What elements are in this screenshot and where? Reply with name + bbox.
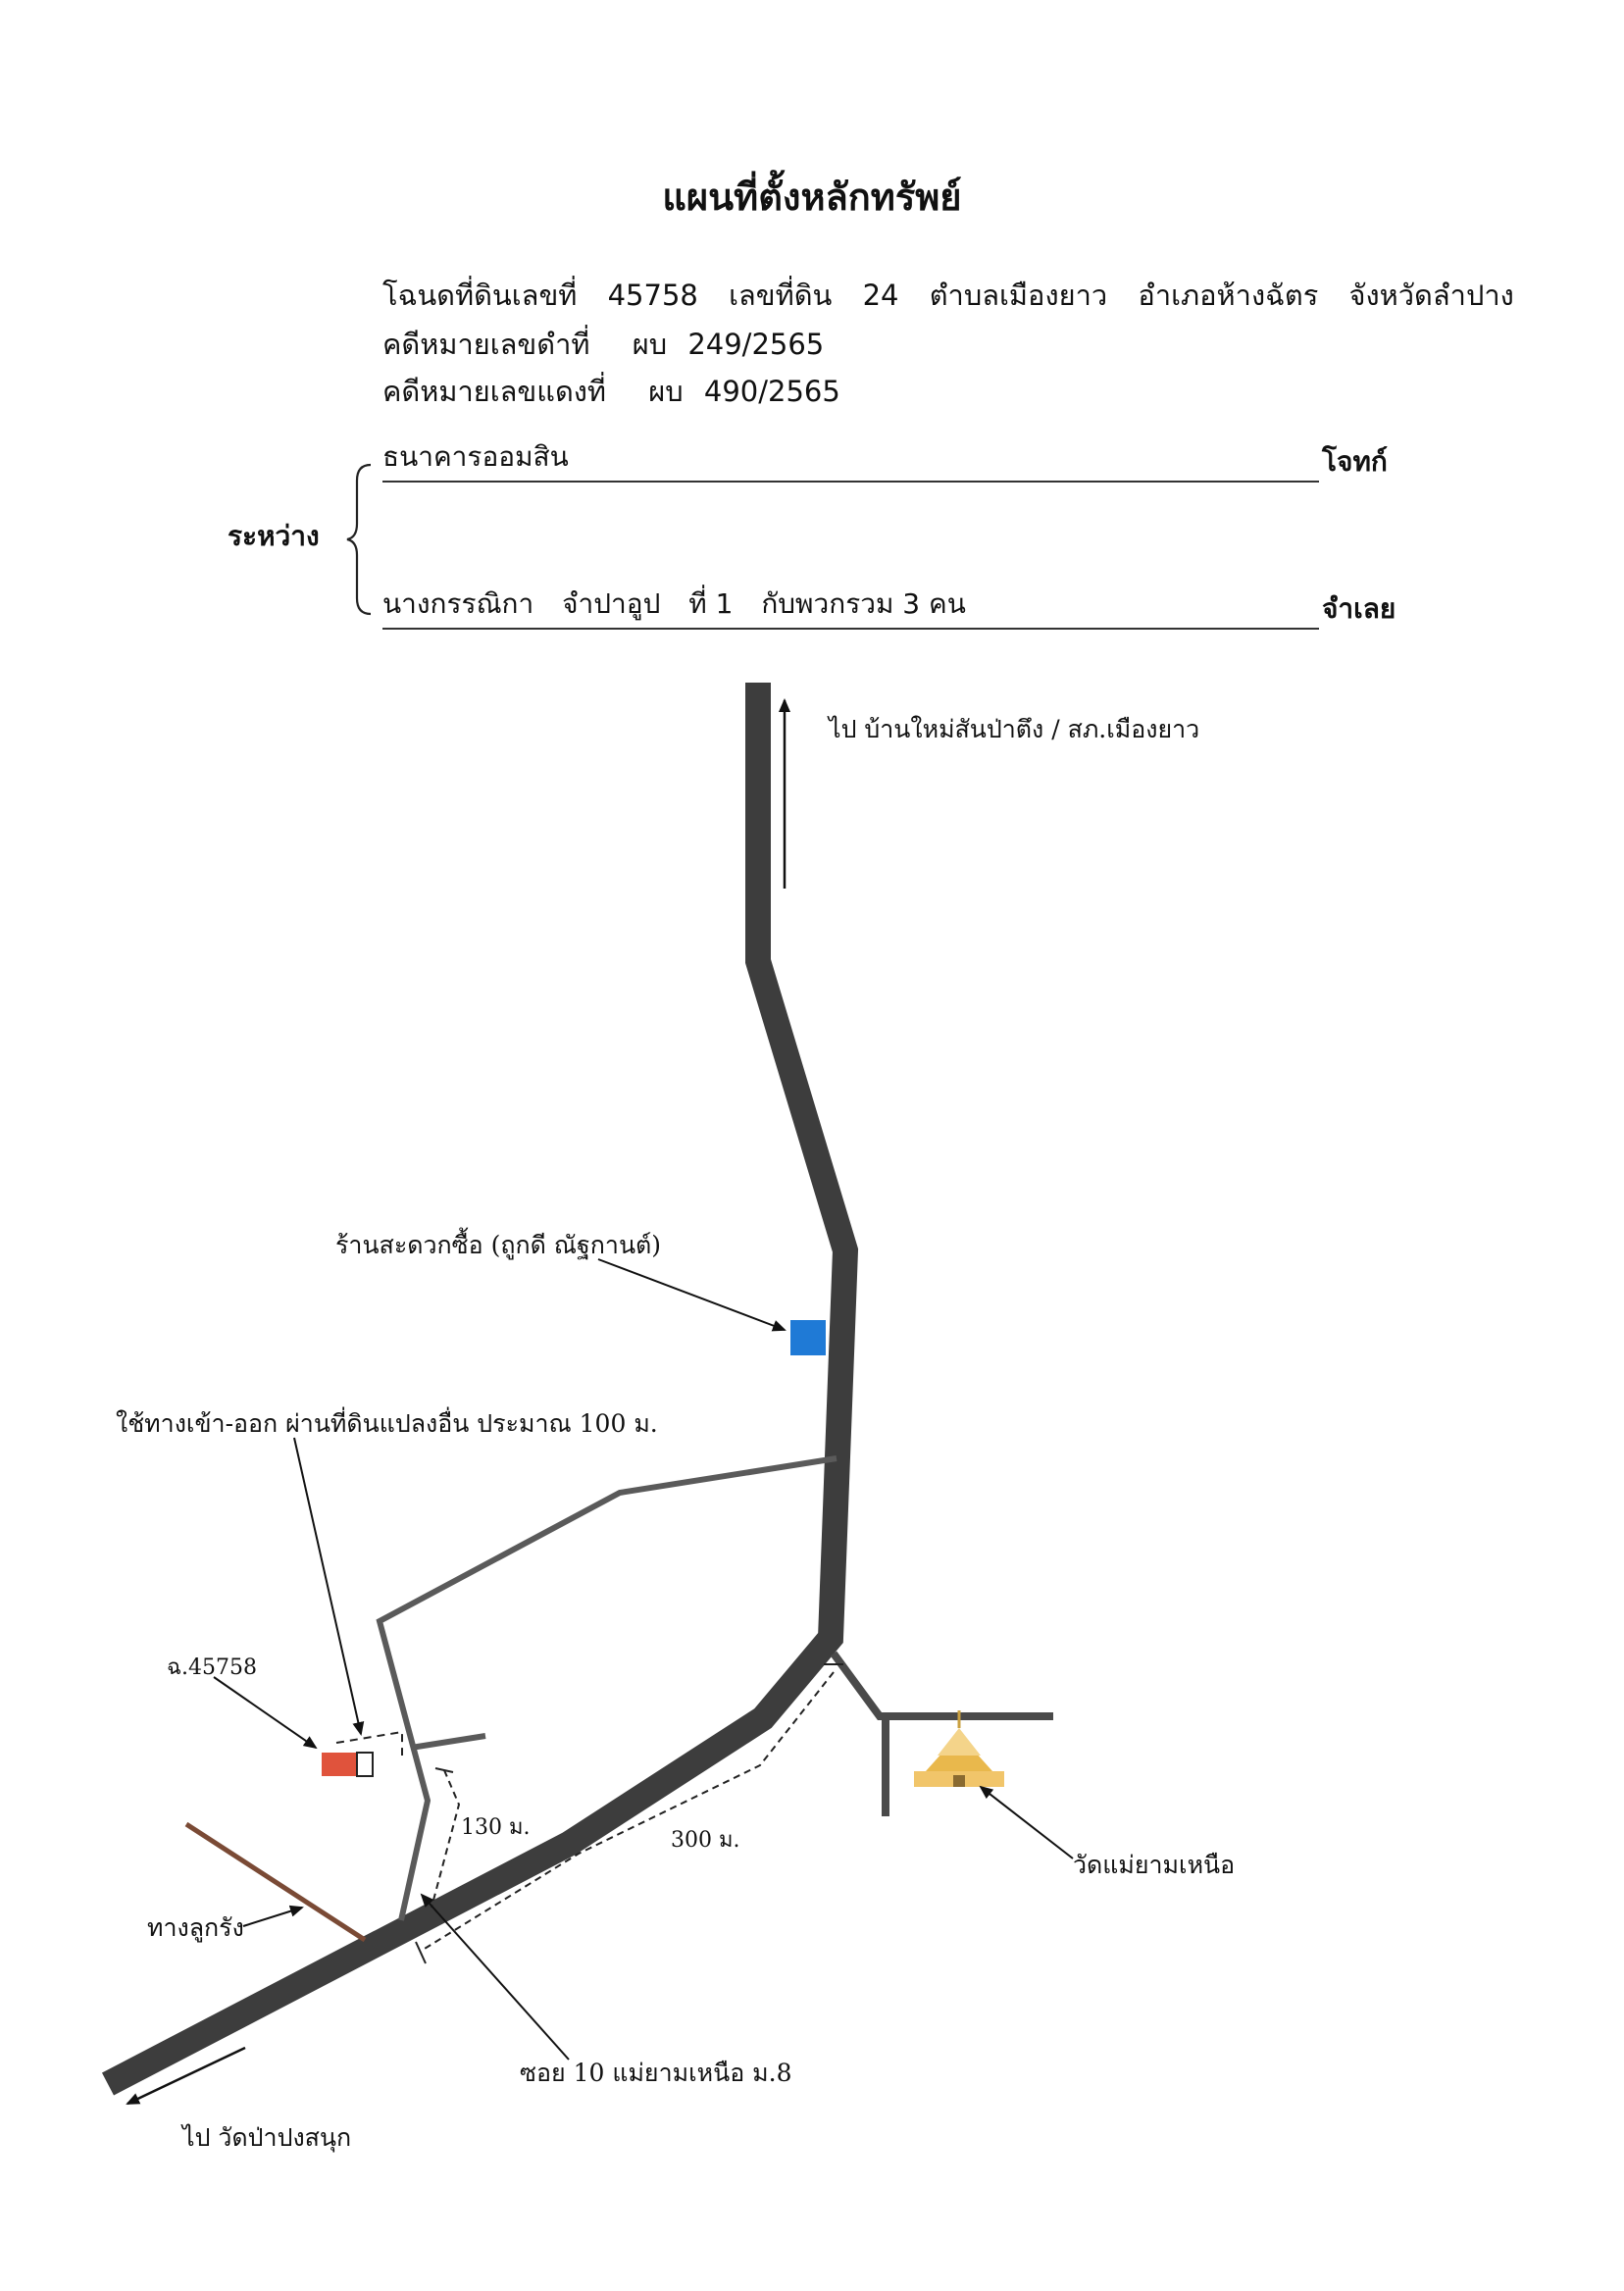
label-soi: ซอย 10 แม่ยามเหนือ ม.8 bbox=[520, 2059, 792, 2087]
black-case-prefix: ผบ bbox=[632, 328, 668, 361]
label-parcel: ฉ.45758 bbox=[167, 1655, 257, 1680]
distance-tick-c bbox=[434, 1767, 454, 1773]
between-label: ระหว่าง bbox=[228, 520, 320, 552]
plaintiff-line: ธนาคารออมสิน bbox=[382, 435, 1319, 483]
defendant-surname: จำปาอูป bbox=[562, 587, 661, 620]
deed-number: 45758 bbox=[607, 279, 698, 312]
access-leader bbox=[293, 1437, 365, 1736]
deed-label: โฉนดที่ดินเลขที่ bbox=[382, 279, 578, 312]
parcel-marker-outline bbox=[356, 1752, 374, 1777]
label-dirt-road: ทางลูกรัง bbox=[147, 1913, 244, 1942]
shop-leader bbox=[597, 1258, 787, 1332]
temple-road bbox=[830, 1651, 1053, 1720]
black-case-label: คดีหมายเลขดำที่ bbox=[382, 328, 590, 361]
distance-line-300 bbox=[419, 1671, 835, 1953]
south-arrow bbox=[126, 2046, 246, 2106]
deed-line: โฉนดที่ดินเลขที่ 45758 เลขที่ดิน 24 ตำบล… bbox=[382, 273, 1536, 318]
page-title: แผนที่ตั้งหลักทรัพย์ bbox=[662, 176, 962, 219]
label-south-destination: ไป วัดป่าปงสนุก bbox=[182, 2123, 352, 2152]
defendant-ordinal: ที่ 1 bbox=[688, 587, 734, 620]
label-shop: ร้านสะดวกซื้อ (ถูกดี ณัฐกานต์) bbox=[335, 1231, 662, 1259]
defendant-line: นางกรรณิกา จำปาอูป ที่ 1 กับพวกรวม 3 คน bbox=[382, 583, 1319, 630]
black-case-number: 249/2565 bbox=[687, 328, 825, 361]
temple-icon bbox=[914, 1710, 1004, 1787]
red-case-number: 490/2565 bbox=[703, 375, 840, 408]
defendant-name: นางกรรณิกา bbox=[382, 587, 534, 620]
label-distance-300: 300 ม. bbox=[671, 1828, 740, 1853]
red-case-prefix: ผบ bbox=[648, 375, 684, 408]
label-temple: วัดแม่ยามเหนือ bbox=[1073, 1851, 1236, 1879]
secondary-road-stub bbox=[410, 1733, 486, 1751]
province: จังหวัดลำปาง bbox=[1348, 279, 1514, 312]
land-number-label: เลขที่ดิน bbox=[729, 279, 833, 312]
main-road bbox=[101, 683, 859, 2096]
brace-icon bbox=[346, 463, 372, 616]
secondary-road bbox=[376, 1455, 837, 1921]
black-case-line: คดีหมายเลขดำที่ ผบ 249/2565 bbox=[382, 322, 845, 367]
label-access-road: ใช้ทางเข้า-ออก ผ่านที่ดินแปลงอื่น ประมาณ… bbox=[116, 1409, 658, 1438]
dirt-road bbox=[184, 1821, 367, 1943]
plaintiff-role: โจทก์ bbox=[1322, 445, 1388, 478]
label-north-destination: ไป บ้านใหม่สันป่าตึง / สภ.เมืองยาว bbox=[829, 715, 1200, 743]
land-number: 24 bbox=[862, 279, 899, 312]
dirt-road-leader bbox=[242, 1905, 304, 1927]
district: อำเภอห้างฉัตร bbox=[1138, 279, 1319, 312]
defendant-group: กับพวกรวม 3 คน bbox=[761, 587, 966, 620]
defendant-role: จำเลย bbox=[1322, 592, 1396, 625]
red-case-line: คดีหมายเลขแดงที่ ผบ 490/2565 bbox=[382, 369, 862, 414]
distance-line-130 bbox=[431, 1769, 461, 1909]
subdistrict: ตำบลเมืองยาว bbox=[929, 279, 1108, 312]
distance-tick-b bbox=[415, 1941, 427, 1964]
temple-leader bbox=[979, 1785, 1074, 1859]
soi-leader bbox=[420, 1893, 570, 2061]
parcel-leader bbox=[213, 1676, 318, 1750]
shop-marker bbox=[790, 1320, 826, 1355]
plaintiff-name: ธนาคารออมสิน bbox=[382, 440, 569, 473]
red-case-label: คดีหมายเลขแดงที่ bbox=[382, 375, 607, 408]
label-distance-130: 130 ม. bbox=[461, 1815, 531, 1840]
